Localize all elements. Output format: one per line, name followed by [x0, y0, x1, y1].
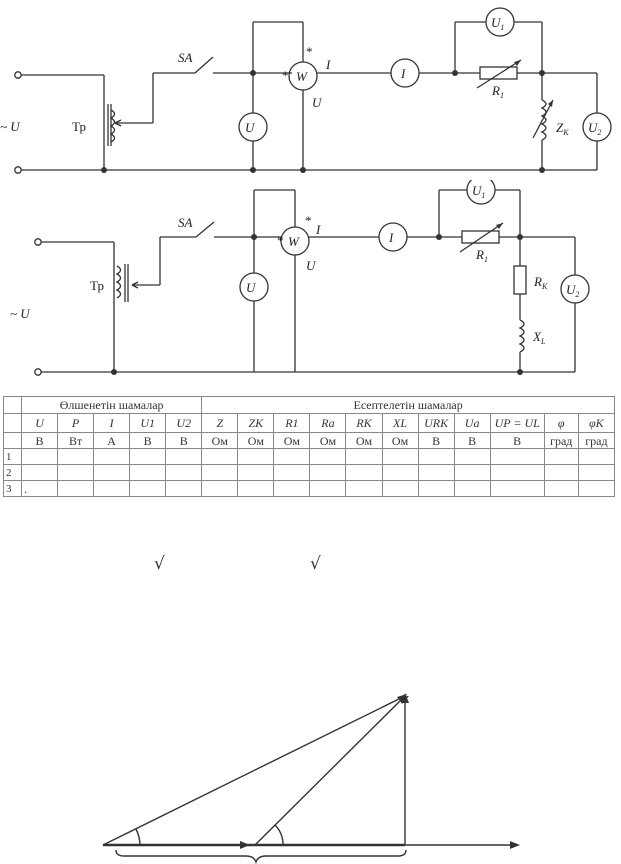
col-unit: В	[21, 432, 59, 449]
table-row: 2	[2, 464, 616, 481]
impedance-zk	[540, 99, 547, 141]
circuit-diagram-2: ~ U Тр SA U W * * I U I U1 R1 RK XL U2	[10, 180, 590, 376]
resistor-rk	[513, 265, 527, 295]
wattmeter-current-label: I	[325, 57, 331, 72]
col-symbol: U	[21, 413, 59, 433]
phasor-diagram	[102, 693, 520, 864]
vector-uk	[254, 695, 406, 846]
wattmeter-voltage-label: U	[306, 258, 317, 273]
col-symbol: Z	[201, 413, 239, 433]
circuit-diagram-1: ~ U Тр SA U W * * I U I U1 R1 ZK U2	[0, 7, 612, 174]
col-symbol: Ua	[453, 413, 491, 433]
row-number: 1	[2, 448, 23, 465]
voltmeter-u	[238, 112, 268, 142]
col-symbol: RK	[345, 413, 383, 433]
wattmeter-voltage-label: U	[312, 95, 323, 110]
col-unit: Вт	[57, 432, 95, 449]
ammeter-label: I	[388, 230, 394, 245]
wattmeter-current-label: I	[315, 222, 321, 237]
col-symbol: UP = UL	[489, 413, 545, 433]
inductor-xl-label: XL	[532, 329, 546, 346]
switch-label: SA	[178, 50, 193, 65]
col-unit: В	[129, 432, 167, 449]
voltmeter-u-label: U	[246, 280, 257, 295]
corner-cell	[2, 396, 23, 414]
inductor-xl	[518, 319, 525, 353]
col-symbol: φK	[577, 413, 616, 433]
switch-sa	[195, 221, 215, 238]
wattmeter-star-left: *	[277, 233, 284, 248]
ammeter-label: I	[400, 66, 406, 81]
wattmeter-label: W	[296, 69, 308, 84]
sqrt-mark-2: √	[310, 554, 321, 574]
angle-phi-k	[274, 824, 284, 846]
col-symbol: U2	[165, 413, 203, 433]
col-symbol: XL	[381, 413, 419, 433]
table-row: 3 .	[2, 480, 616, 497]
resistor-r1	[479, 66, 518, 80]
voltmeter-u2-label: U2	[566, 282, 579, 299]
col-symbol: φ	[543, 413, 579, 433]
transformer-label: Тр	[90, 278, 104, 293]
resistor-r1-label: R1	[491, 83, 504, 100]
transformer-label: Тр	[72, 119, 86, 134]
voltmeter-u1-label: U1	[472, 183, 485, 200]
voltmeter-u-label: U	[245, 120, 256, 135]
col-symbol: R1	[273, 413, 311, 433]
col-unit: В	[453, 432, 491, 449]
source-terminal-bottom	[34, 368, 42, 376]
col-unit: В	[417, 432, 455, 449]
col-unit: В	[165, 432, 203, 449]
col-unit: Ом	[273, 432, 311, 449]
sqrt-mark-1: √	[154, 554, 165, 574]
col-unit: Ом	[345, 432, 383, 449]
unit-row: В Вт А В В Ом Ом Ом Ом Ом Ом В В В град …	[2, 432, 616, 449]
wattmeter-star-left: *	[282, 68, 289, 83]
row-number: 2	[2, 464, 23, 481]
row-number: 3	[2, 480, 23, 497]
col-unit: Ом	[201, 432, 239, 449]
voltmeter-u1-label: U1	[491, 15, 504, 32]
col-symbol: ZK	[237, 413, 275, 433]
wattmeter-label: W	[288, 234, 300, 249]
group-measured: Өлшенетін шамалар	[21, 396, 203, 414]
col-unit: А	[93, 432, 131, 449]
col-unit: Ом	[309, 432, 347, 449]
wattmeter-star-top: *	[306, 44, 313, 59]
col-symbol: U1	[129, 413, 167, 433]
row-mark: .	[21, 480, 59, 497]
measurement-table: Өлшенетін шамалар Есептелетін шамалар U …	[2, 396, 616, 497]
source-terminal-bottom	[14, 166, 22, 174]
source-terminal-top	[34, 238, 42, 246]
col-symbol: I	[93, 413, 131, 433]
voltmeter-u	[239, 272, 269, 302]
vector-u	[102, 695, 406, 846]
resistor-r1	[461, 230, 500, 244]
col-unit: град	[543, 432, 579, 449]
col-unit: Ом	[237, 432, 275, 449]
angle-phi	[135, 828, 141, 846]
switch-label: SA	[178, 215, 193, 230]
source-label: ~ U	[0, 119, 21, 134]
impedance-zk-label: ZK	[556, 120, 569, 137]
source-terminal-top	[14, 71, 22, 79]
col-symbol: URK	[417, 413, 455, 433]
brace	[115, 849, 407, 864]
symbol-row: U P I U1 U2 Z ZK R1 Ra RK XL URK Ua UP =…	[2, 413, 616, 433]
switch-sa	[194, 56, 214, 74]
voltmeter-u2-label: U2	[588, 120, 601, 137]
wattmeter-star-top: *	[305, 213, 312, 228]
col-symbol: P	[57, 413, 95, 433]
table-row: 1	[2, 448, 616, 465]
group-calculated: Есептелетін шамалар	[201, 396, 615, 414]
col-symbol: Ra	[309, 413, 347, 433]
col-unit: Ом	[381, 432, 419, 449]
source-label: ~ U	[10, 306, 31, 321]
col-unit: град	[577, 432, 616, 449]
resistor-r1-label: R1	[475, 247, 488, 264]
col-unit: В	[489, 432, 545, 449]
resistor-rk-label: RK	[533, 274, 548, 291]
